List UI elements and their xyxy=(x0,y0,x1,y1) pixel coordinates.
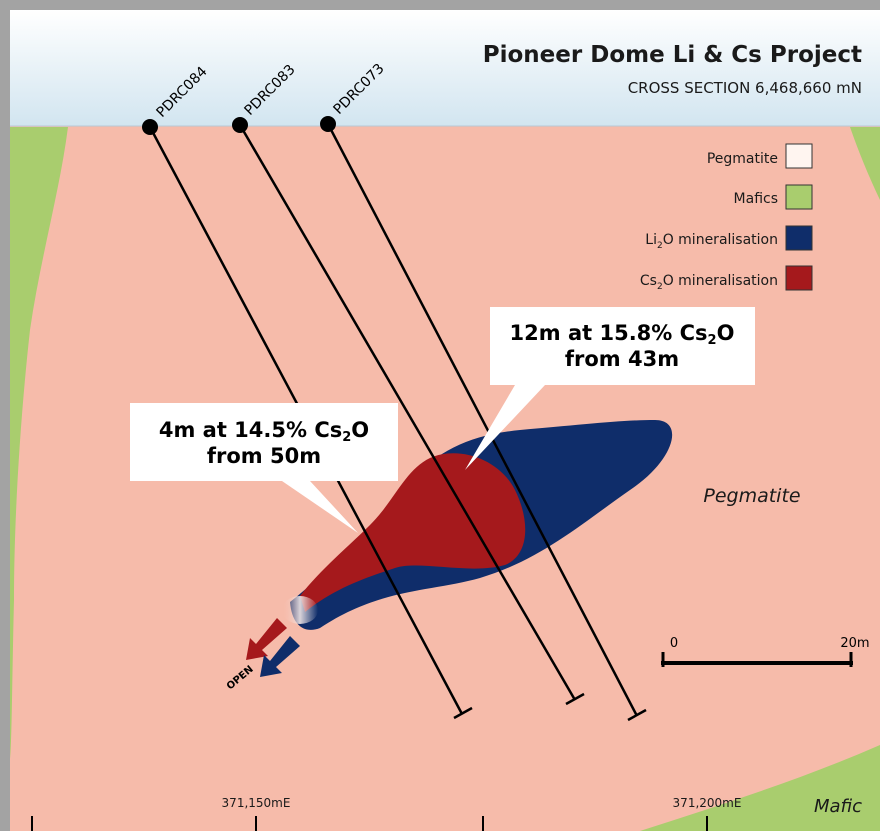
pegmatite-label: Pegmatite xyxy=(703,485,800,507)
legend-swatch-cs2o xyxy=(785,265,813,291)
callout-lower-line1: 4m at 14.5% Cs2O xyxy=(159,418,369,445)
legend-swatch-pegmatite xyxy=(785,143,813,169)
legend-swatch-mafics xyxy=(785,184,813,210)
easting-label-371200: 371,200mE xyxy=(673,796,742,810)
open-arrow-li2o xyxy=(260,636,300,677)
legend: Pegmatite Mafics Li2O mineralisation Cs2… xyxy=(640,143,813,292)
scale-start-label: 0 xyxy=(670,636,678,651)
drill-hole-pdrc083 xyxy=(232,117,585,706)
callout-upper-line2: from 43m xyxy=(565,347,679,371)
mafic-zone-left xyxy=(10,127,68,760)
mafic-zone-bottom-right xyxy=(640,745,880,831)
sky-band xyxy=(10,10,880,126)
scale-bar: 0 20m xyxy=(661,636,870,667)
drill-hole-pdrc073 xyxy=(320,116,647,722)
easting-label-371150: 371,150mE xyxy=(222,796,291,810)
legend-label-pegmatite: Pegmatite xyxy=(707,151,778,167)
open-arrow-cs2o xyxy=(246,618,287,660)
open-end-fade xyxy=(282,596,318,624)
legend-label-cs2o: Cs2O mineralisation xyxy=(640,273,778,292)
easting-axis: 371,150mE 371,200mE xyxy=(31,796,742,831)
callout-lower-line2: from 50m xyxy=(207,444,321,468)
mafic-zone-top-right xyxy=(850,127,880,200)
page-title: Pioneer Dome Li & Cs Project xyxy=(483,42,862,68)
page-subtitle: CROSS SECTION 6,468,660 mN xyxy=(628,79,862,97)
legend-label-li2o: Li2O mineralisation xyxy=(645,232,778,251)
cs2o-mineralisation xyxy=(300,453,526,612)
legend-label-mafics: Mafics xyxy=(734,191,778,207)
callout-upper-line1: 12m at 15.8% Cs2O xyxy=(510,321,735,348)
legend-swatch-li2o xyxy=(785,225,813,251)
mafic-label: Mafic xyxy=(814,796,862,817)
callout-upper: 12m at 15.8% Cs2O from 43m xyxy=(465,307,755,470)
callout-lower: 4m at 14.5% Cs2O from 50m xyxy=(130,403,398,533)
scale-end-label: 20m xyxy=(840,636,869,651)
